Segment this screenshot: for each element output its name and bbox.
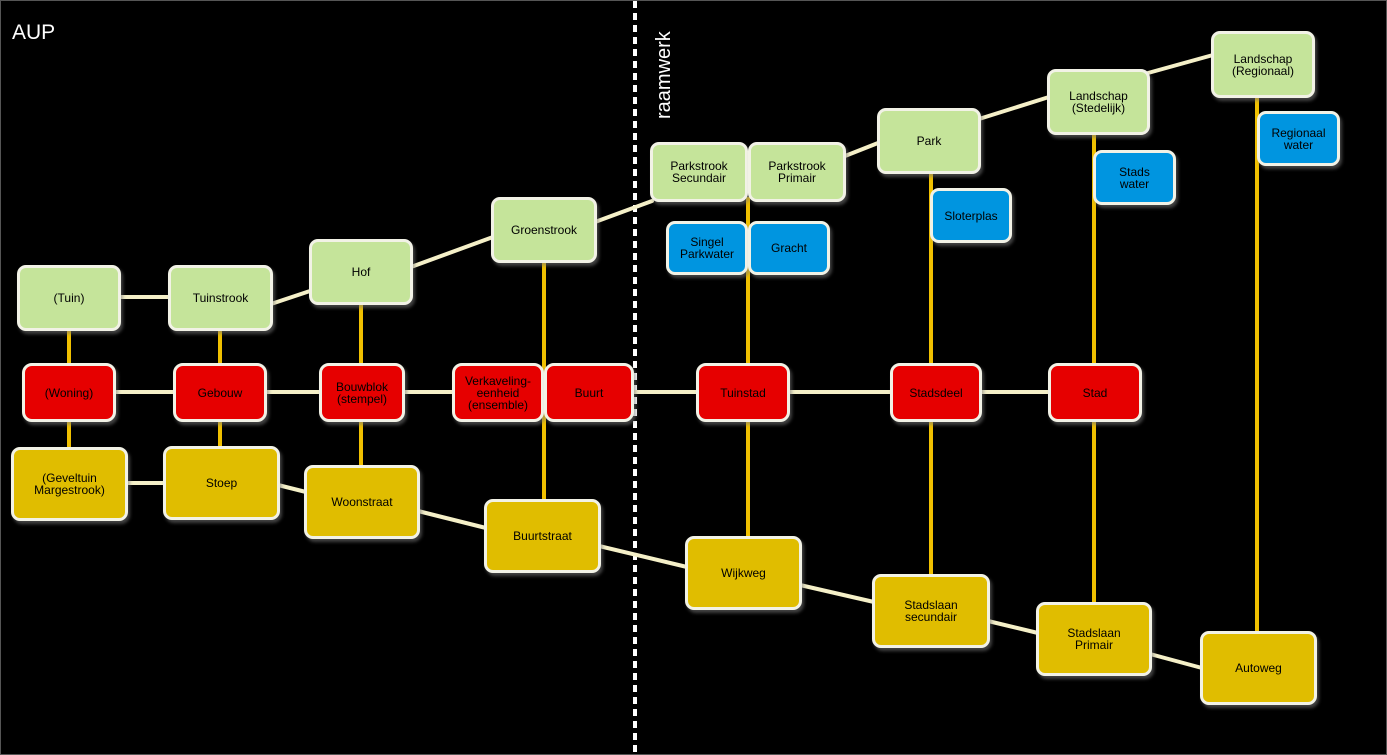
node-park: Park [877,108,981,174]
node-singel-parkwater: Singel Parkwater [666,221,748,275]
node-autoweg: Autoweg [1200,631,1317,705]
node-stads-water: Stads water [1093,150,1176,205]
node-stadslaan-primair: Stadslaan Primair [1036,602,1152,676]
node-parkstrook-primair: Parkstrook Primair [748,142,846,202]
link-wijkweg-stadslaan [798,583,876,604]
node-tuin: (Tuin) [17,265,121,331]
node-hof: Hof [309,239,413,305]
node-wijkweg: Wijkweg [685,536,802,610]
node-parkstrook-secundair: Parkstrook Secundair [650,142,748,202]
node-gebouw: Gebouw [173,363,267,422]
link-hof-groenstrook [409,235,495,269]
link-tuinstrook-hof [269,289,312,306]
node-woonstraat: Woonstraat [304,465,420,539]
node-geveltuin: (Geveltuin Margestrook) [11,447,128,521]
node-groenstrook: Groenstrook [491,197,597,263]
node-buurt: Buurt [544,363,634,422]
node-bouwblok: Bouwblok (stempel) [319,363,405,422]
diagram-title: AUP [12,21,56,44]
raamwerk-label: raamwerk [653,31,675,119]
link-park-landschap [977,95,1051,121]
link-stoep-woonstraat [276,483,308,494]
node-buurtstraat: Buurtstraat [484,499,601,573]
node-woning: (Woning) [22,363,116,422]
node-stad: Stad [1048,363,1142,422]
link-buurtstraat-wijkweg [597,544,689,569]
node-sloterplas: Sloterplas [930,188,1012,243]
link-landschap-landschap [1146,53,1215,75]
node-regionaal-water: Regionaal water [1257,111,1340,166]
node-stoep: Stoep [163,446,280,520]
node-verkaveling: Verkaveling- eenheid (ensemble) [452,363,544,422]
link-parkstrook-park [843,141,880,158]
node-stadslaan-secundair: Stadslaan secundair [872,574,990,648]
node-tuinstrook: Tuinstrook [168,265,273,331]
node-landschap-stedelijk: Landschap (Stedelijk) [1047,69,1150,135]
link-woonstraat-buurtstraat [416,509,488,530]
node-gracht: Gracht [748,221,830,275]
link-stadslaan-stadslaan [986,619,1040,635]
link-groenstrook-parkstrook [593,199,654,224]
link-stadslaan-autoweg [1148,652,1204,670]
node-landschap-regionaal: Landschap (Regionaal) [1211,31,1315,98]
node-tuinstad: Tuinstad [696,363,790,422]
node-stadsdeel: Stadsdeel [890,363,982,422]
